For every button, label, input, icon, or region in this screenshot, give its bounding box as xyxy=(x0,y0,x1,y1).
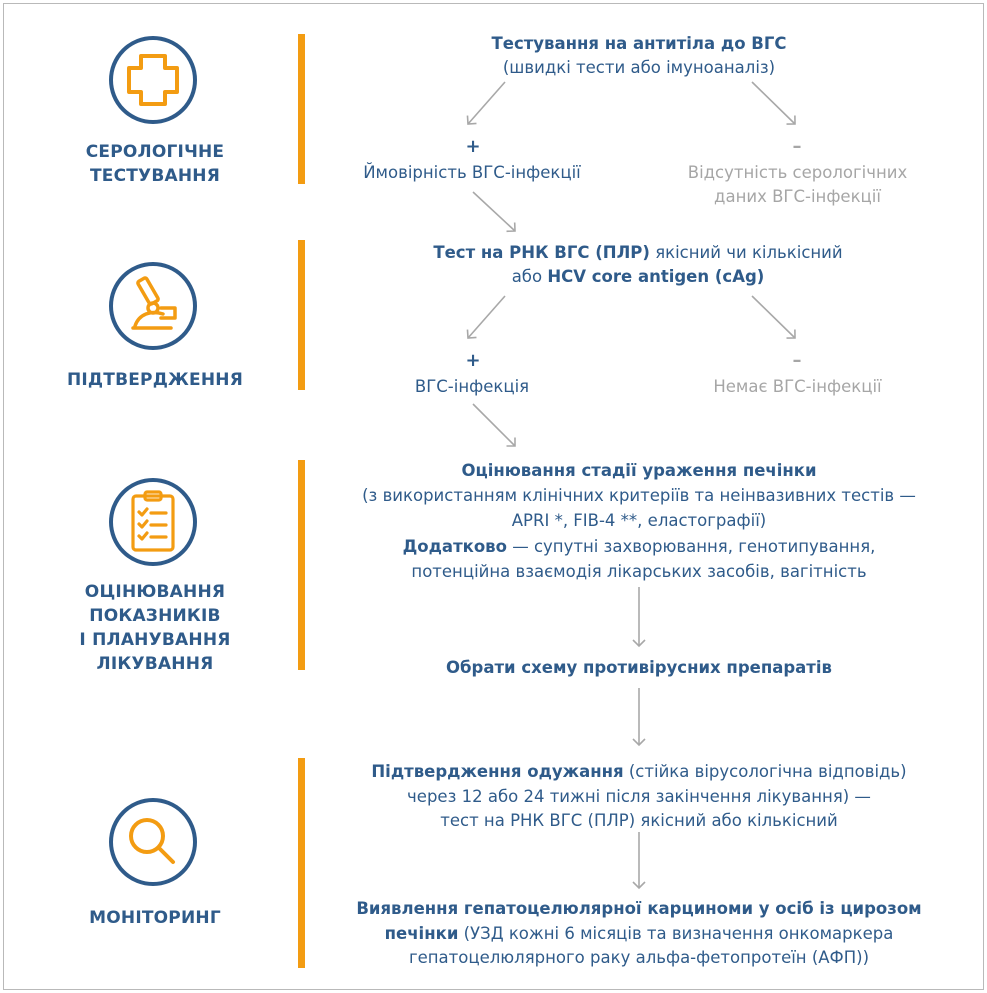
serology-positive-result: Ймовірність ВГС-інфекції xyxy=(363,163,581,182)
stage-icon-circle-assessment xyxy=(109,478,197,566)
stage-label-monitoring: МОНІТОРИНГ xyxy=(89,908,221,928)
arrow-to-positive-2 xyxy=(466,295,506,339)
monitoring-recovery-rest: (стійка вірусологічна відповідь) xyxy=(623,762,907,781)
serology-negative-line: даних ВГС-інфекції xyxy=(714,187,881,206)
hcc-screening-line: Виявлення гепатоцелюлярної карциноми у о… xyxy=(356,899,922,918)
assessment-criteria-line: APRI *, FIB-4 **, еластографії) xyxy=(511,511,767,530)
monitoring-recovery-line: Підтвердження одужання (стійка вірусолог… xyxy=(319,759,959,784)
stage-icon-circle-confirmation xyxy=(109,262,197,350)
assessment-additional-rest: — супутні захворювання, генотипування, xyxy=(506,537,876,556)
hcc-screening-rest: (УЗД кожні 6 місяців та визначення онком… xyxy=(458,924,894,943)
arrow-to-negative-2 xyxy=(751,295,796,339)
confirmation-antigen-line: або HCV core antigen (cAg) xyxy=(368,264,908,289)
serology-title: Тестування на антитіла до ВГС xyxy=(491,34,787,53)
stage-label-line: СЕРОЛОГІЧНЕ xyxy=(85,142,225,162)
regimen-selection: Обрати схему противірусних препаратів xyxy=(446,658,832,677)
serology-negative-line: Відсутність серологічних xyxy=(687,163,908,182)
confirmation-negative-result: Немає ВГС-інфекції xyxy=(713,377,882,396)
serology-subtitle: (швидкі тести або імуноаналіз) xyxy=(502,58,776,77)
stage-divider-bar xyxy=(298,34,305,184)
assessment-additional-line: Додатково — супутні захворювання, геноти… xyxy=(319,534,959,559)
assessment-title: Оцінювання стадії ураження печінки xyxy=(461,461,817,480)
stage-divider-bar xyxy=(298,240,305,390)
stage-label-line: ТЕСТУВАННЯ xyxy=(89,166,221,186)
stage-label-serology: СЕРОЛОГІЧНЕ ТЕСТУВАННЯ xyxy=(70,140,240,188)
stage-label-line: ЛІКУВАННЯ xyxy=(96,654,214,674)
positive-sign: + xyxy=(465,350,481,371)
hcc-screening-line: гепатоцелюлярного раку альфа-фетопротеїн… xyxy=(408,948,870,967)
arrow-to-assessment xyxy=(472,403,516,447)
assessment-additional-bold: Додатково xyxy=(402,537,507,556)
clipboard-checklist-icon xyxy=(131,490,175,552)
confirmation-antigen-pre: або xyxy=(511,267,548,286)
stage-divider-bar xyxy=(298,758,305,968)
stage-label-line: І ПЛАНУВАННЯ xyxy=(79,630,231,650)
stage-label-assessment: ОЦІНЮВАННЯ ПОКАЗНИКІВ І ПЛАНУВАННЯ ЛІКУВ… xyxy=(60,580,250,676)
monitoring-recovery-line: через 12 або 24 тижні після закінчення л… xyxy=(407,787,871,806)
monitoring-recovery-line: тест на РНК ВГС (ПЛР) якісний або кількі… xyxy=(440,811,838,830)
stage-divider-bar xyxy=(298,460,305,670)
hcc-screening-bold: печінки xyxy=(384,924,459,943)
confirmation-test-rest: якісний чи кількісний xyxy=(649,243,843,262)
arrow-to-negative-1 xyxy=(751,81,796,125)
stage-label-confirmation: ПІДТВЕРДЖЕННЯ xyxy=(66,370,244,390)
stage-label-line: ПОКАЗНИКІВ xyxy=(89,606,221,626)
arrow-to-confirmation xyxy=(472,191,516,233)
assessment-additional-line: потенційна взаємодія лікарських засобів,… xyxy=(411,562,867,581)
monitoring-recovery-bold: Підтвердження одужання xyxy=(371,762,624,781)
microscope-icon xyxy=(131,276,177,330)
hcc-screening-line: печінки (УЗД кожні 6 місяців та визначен… xyxy=(309,921,969,946)
confirmation-test-line: Тест на РНК ВГС (ПЛР) якісний чи кількіс… xyxy=(368,240,908,265)
confirmation-test-bold: Тест на РНК ВГС (ПЛР) xyxy=(433,243,650,262)
stage-icon-circle-serology xyxy=(109,36,197,124)
confirmation-antigen-bold: HCV core antigen (cAg) xyxy=(547,267,765,286)
negative-sign: – xyxy=(792,136,802,157)
arrow-to-positive-1 xyxy=(466,81,506,125)
confirmation-positive-result: ВГС-інфекція xyxy=(414,377,530,396)
assessment-criteria-line: (з використанням клінічних критеріїв та … xyxy=(362,486,916,505)
stage-icon-circle-monitoring xyxy=(109,798,197,886)
negative-sign: – xyxy=(792,350,802,371)
stage-label-line: ОЦІНЮВАННЯ xyxy=(84,582,226,602)
medical-cross-icon xyxy=(127,54,179,106)
positive-sign: + xyxy=(465,136,481,157)
magnifier-icon xyxy=(129,818,175,864)
